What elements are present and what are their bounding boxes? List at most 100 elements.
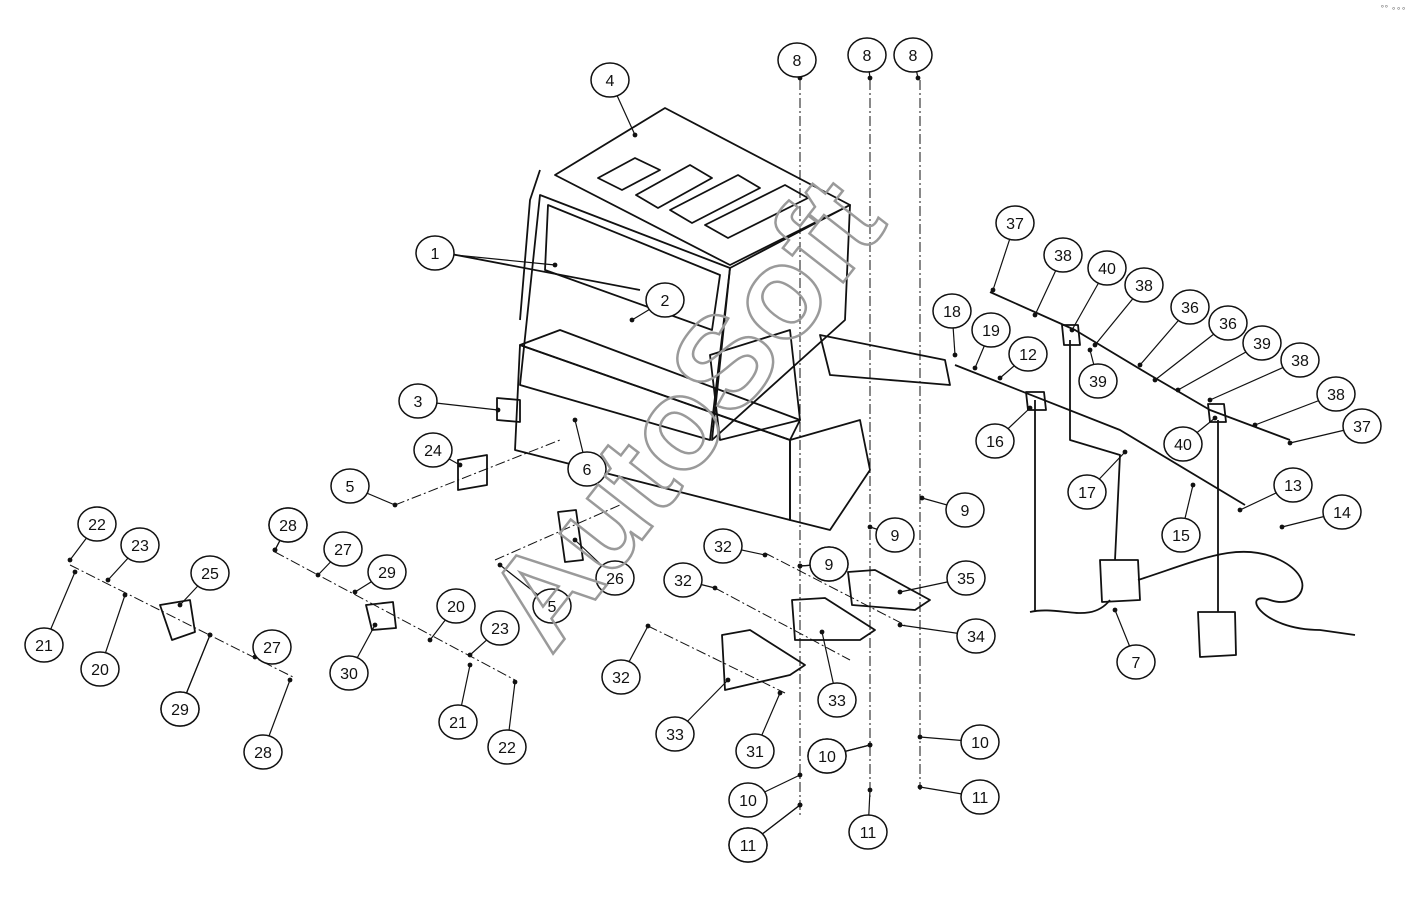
callout-circle (330, 468, 370, 504)
callout-circle (487, 729, 527, 765)
callout-bubbles: 1234556788899991010101011111111121314151… (24, 37, 1382, 863)
callout-circle (1273, 467, 1313, 503)
leader-dot (1069, 327, 1075, 333)
callout-number: 8 (863, 48, 872, 65)
callout-number: 10 (971, 735, 989, 752)
leader-dot (467, 662, 473, 668)
battery-box (709, 329, 801, 441)
callout-number: 36 (1219, 316, 1237, 333)
callout-number: 32 (612, 670, 630, 687)
leader-dot (725, 677, 731, 683)
callout-number: 20 (447, 599, 465, 616)
leader-dot (919, 495, 925, 501)
callout-number: 33 (828, 693, 846, 710)
callout-number: 38 (1291, 353, 1309, 370)
bracket-30 (365, 601, 397, 631)
callout-circle (252, 629, 292, 665)
callout-circle (932, 293, 972, 329)
leader-dot (67, 557, 73, 563)
callout-number: 15 (1172, 528, 1190, 545)
leader-dot (952, 352, 958, 358)
mount-bracket-33-right (791, 597, 876, 641)
cab-structure (159, 107, 1356, 691)
callout-number: 5 (548, 599, 557, 616)
callout-number: 11 (860, 825, 877, 842)
callout-number: 26 (606, 571, 624, 588)
callout-circle (120, 527, 160, 563)
roof-panel-3 (669, 174, 761, 224)
leader-dot (1207, 397, 1213, 403)
callout-number: 8 (793, 53, 802, 70)
callout-number: 11 (972, 790, 989, 807)
leader-dot (72, 569, 78, 575)
callout-circle (590, 62, 630, 98)
leader-dot (867, 75, 873, 81)
leader-dot (572, 537, 578, 543)
callout-circle (946, 560, 986, 596)
leader-dot (352, 589, 358, 595)
callout-number: 25 (201, 566, 219, 583)
callout-number: 10 (818, 749, 836, 766)
callout-number: 31 (746, 744, 764, 761)
callout-circle (817, 682, 857, 718)
callout-circle (975, 423, 1015, 459)
callout-circle (728, 827, 768, 863)
callout-circle (663, 562, 703, 598)
cab-right-side (711, 204, 851, 441)
hinge-40a (1061, 324, 1081, 346)
leader-dot (629, 317, 635, 323)
callout-circle (436, 588, 476, 624)
callout-circle (77, 506, 117, 542)
callout-number: 39 (1253, 336, 1271, 353)
callout-circle (601, 659, 641, 695)
side-mirror-arm (519, 169, 541, 321)
axis-5-left (394, 439, 561, 506)
callout-circle (655, 716, 695, 752)
callout-number: 19 (982, 323, 1000, 340)
callout-number: 9 (961, 503, 970, 520)
roof-panel-2 (635, 164, 713, 209)
callout-number: 23 (491, 621, 509, 638)
windshield-frame (544, 204, 721, 331)
leader-dot (1152, 377, 1158, 383)
leader-dot (177, 602, 183, 608)
callout-circle (809, 546, 849, 582)
leader-dot (915, 75, 921, 81)
leader-dot (997, 375, 1003, 381)
callout-number: 8 (909, 48, 918, 65)
leader-dot (1122, 449, 1128, 455)
callout-circle (24, 627, 64, 663)
leader-dot (1112, 607, 1118, 613)
callout-number: 37 (1353, 419, 1371, 436)
leader-dot (1087, 347, 1093, 353)
callout-circle (1342, 408, 1382, 444)
bracket-26 (557, 509, 584, 563)
callout-circle (413, 432, 453, 468)
callout-number: 21 (449, 715, 467, 732)
callout-circle (268, 507, 308, 543)
callout-circle (1316, 376, 1356, 412)
callout-circle (323, 531, 363, 567)
callout-circle (945, 492, 985, 528)
leader-dot (632, 132, 638, 138)
callout-circle (567, 451, 607, 487)
callout-circle (1078, 363, 1118, 399)
leader-dot (1175, 387, 1181, 393)
callout-number: 37 (1006, 216, 1024, 233)
axis-hardware-32c (647, 625, 786, 694)
callout-circle (1124, 267, 1164, 303)
callout-circle (777, 42, 817, 78)
axis-hardware-mid (274, 551, 516, 681)
leader-dot (315, 572, 321, 578)
callout-number: 16 (986, 434, 1004, 451)
leader-dot (105, 577, 111, 583)
mount-bracket-33-left (721, 629, 806, 691)
leader-dot (512, 679, 518, 685)
leader-dot (552, 262, 558, 268)
callout-circle (1067, 474, 1107, 510)
callout-number: 34 (967, 629, 985, 646)
callout-number: 39 (1089, 374, 1107, 391)
leader-dot (1237, 507, 1243, 513)
callout-leader (434, 252, 556, 266)
